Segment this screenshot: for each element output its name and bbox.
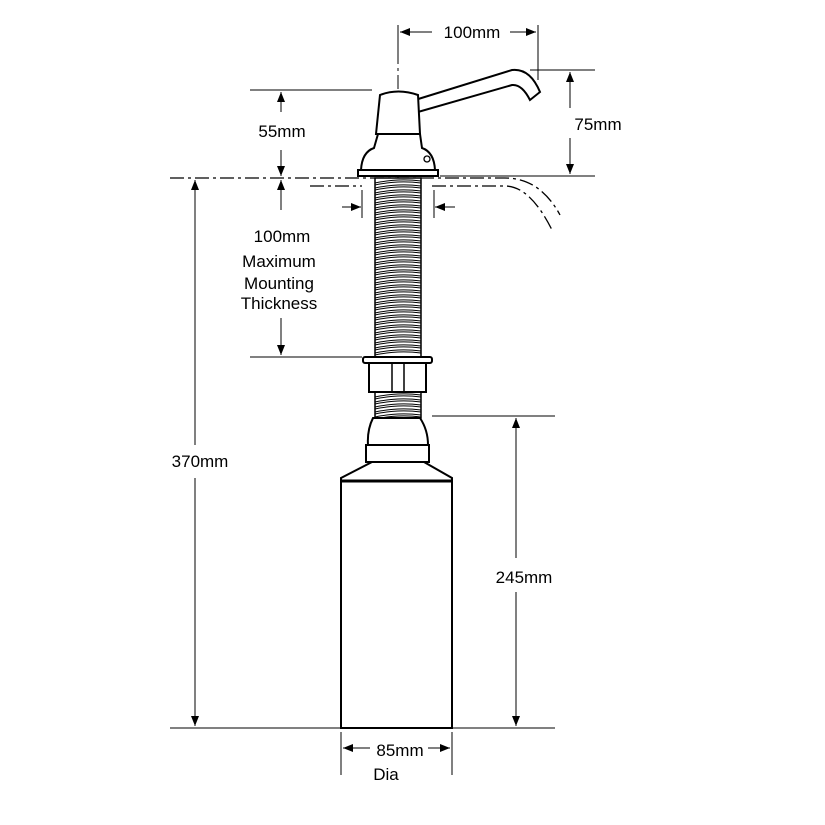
thread-line — [374, 274, 422, 281]
thread-line — [374, 249, 422, 256]
lock-nut — [368, 362, 427, 393]
thread-line — [374, 279, 422, 286]
spout — [413, 68, 542, 114]
thread-line — [374, 214, 422, 221]
spout-height-label: 75mm — [574, 115, 621, 134]
thread-line — [374, 239, 422, 246]
thread-line — [374, 204, 422, 211]
diameter-abbrev-label: Dia — [373, 765, 399, 784]
thread-line — [374, 259, 422, 266]
pump-base — [359, 133, 437, 171]
thread-line — [374, 269, 422, 276]
thread-line — [374, 184, 422, 191]
overall-length-label: 370mm — [172, 452, 229, 471]
spout-reach-label: 100mm — [444, 23, 501, 42]
thread-line — [374, 199, 422, 206]
pump-flange — [357, 169, 439, 177]
thread-line — [374, 189, 422, 196]
thread-line — [374, 304, 422, 311]
thread-line — [374, 299, 422, 306]
thread-line — [374, 403, 422, 410]
head-height-label: 55mm — [258, 122, 305, 141]
thread-line — [374, 344, 422, 351]
thread-line — [374, 329, 422, 336]
thread-line — [374, 349, 422, 356]
thread-line — [374, 289, 422, 296]
thread-line — [374, 334, 422, 341]
thread-line — [374, 324, 422, 331]
bottle-diameter-label: 85mm — [376, 741, 423, 760]
thread-line — [374, 339, 422, 346]
thread-line — [374, 319, 422, 326]
bottle-collar — [365, 444, 430, 463]
thread-line — [374, 398, 422, 405]
thread-line — [374, 294, 422, 301]
thread-line — [374, 254, 422, 261]
thread-line — [374, 219, 422, 226]
thread-line — [374, 229, 422, 236]
thread-line — [374, 309, 422, 316]
thread-line — [374, 284, 422, 291]
thread-line — [374, 408, 422, 415]
countertop-outline — [170, 177, 561, 231]
mounting-label-line-3: Thickness — [241, 294, 318, 313]
thread-line — [374, 244, 422, 251]
thread-line — [374, 224, 422, 231]
thread-line — [374, 234, 422, 241]
bottle-cap — [366, 417, 430, 446]
mounting-thickness-value: 100mm — [254, 227, 311, 246]
thread-line — [374, 393, 422, 400]
thread-line — [374, 209, 422, 216]
pump-cap — [374, 90, 422, 135]
thread-line — [374, 314, 422, 321]
mounting-label-line-1: Maximum — [242, 252, 316, 271]
thread-line — [374, 179, 422, 186]
pump-screw — [423, 155, 431, 163]
bottle — [340, 461, 453, 729]
bottle-height-label: 245mm — [496, 568, 553, 587]
mounting-label-line-2: Mounting — [244, 274, 314, 293]
thread-line — [374, 264, 422, 271]
thread-line — [374, 194, 422, 201]
